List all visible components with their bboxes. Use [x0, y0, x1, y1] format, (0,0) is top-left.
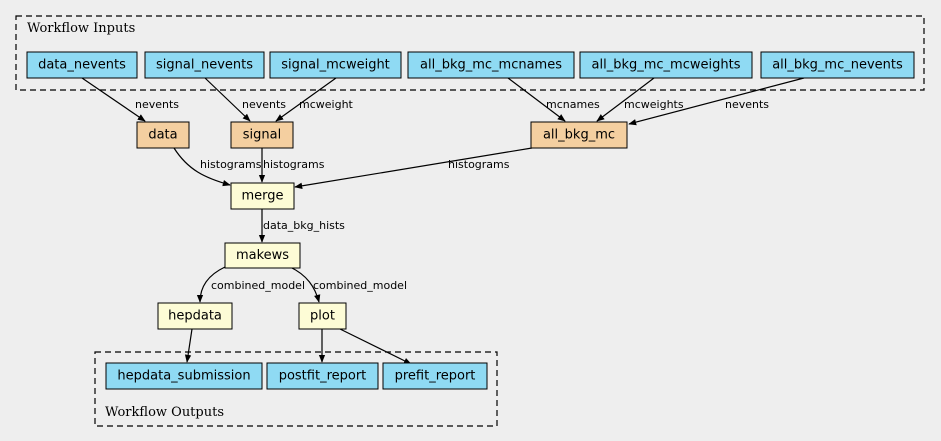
node-all-bkg-mc-label: all_bkg_mc: [543, 128, 615, 143]
edge-mcnames-to-all-bkg-mc: [507, 77, 566, 122]
edge-all-bkg-nevents-to-all-bkg-mc: [628, 77, 805, 126]
edge-label-makews-plot: combined_model: [313, 279, 407, 292]
node-prefit-report[interactable]: prefit_report: [382, 362, 488, 390]
edges: nevents nevents mcweight mcnames mcweigh…: [81, 77, 805, 365]
outputs-cluster-label: Workflow Outputs: [105, 405, 224, 420]
edge-label-data-bkg-hists: data_bkg_hists: [263, 219, 345, 232]
node-prefit-report-label: prefit_report: [395, 369, 476, 384]
node-merge-label: merge: [241, 189, 283, 204]
edge-plot-to-prefit: [339, 328, 412, 365]
node-data[interactable]: data: [136, 121, 190, 149]
output-nodes: hepdata_submission postfit_report prefit…: [105, 362, 488, 390]
edge-mcweights-to-all-bkg-mc: [596, 77, 655, 122]
node-data-label: data: [148, 128, 177, 143]
node-signal-mcweight[interactable]: signal_mcweight: [269, 51, 402, 79]
node-signal-nevents-label: signal_nevents: [156, 58, 253, 73]
edge-label-signal-nevents: nevents: [242, 98, 286, 111]
edge-label-mcweights: mcweights: [624, 98, 684, 111]
node-all-bkg-mc-mcweights-label: all_bkg_mc_mcweights: [592, 58, 741, 73]
edge-label-signal-histograms: histograms: [263, 158, 325, 171]
inputs-cluster-label: Workflow Inputs: [27, 21, 135, 36]
input-nodes: data_nevents signal_nevents signal_mcwei…: [26, 51, 915, 79]
node-all-bkg-mc-mcweights[interactable]: all_bkg_mc_mcweights: [579, 51, 753, 79]
edge-makews-to-plot: [289, 266, 321, 303]
op-nodes: merge makews hepdata plot: [157, 182, 347, 330]
node-all-bkg-mc[interactable]: all_bkg_mc: [530, 121, 628, 149]
node-hepdata[interactable]: hepdata: [157, 302, 233, 330]
node-postfit-report[interactable]: postfit_report: [266, 362, 379, 390]
edge-signal-mcweight-to-signal: [275, 77, 337, 122]
edge-all-bkg-mc-to-merge: [294, 147, 533, 189]
node-hepdata-submission-label: hepdata_submission: [117, 369, 250, 384]
outputs-cluster-frame: [94, 351, 498, 427]
edge-label-data-histograms: histograms: [200, 158, 262, 171]
node-signal[interactable]: signal: [230, 121, 294, 149]
edge-makews-to-hepdata: [196, 266, 226, 303]
node-signal-label: signal: [243, 128, 281, 143]
node-data-nevents-label: data_nevents: [38, 58, 126, 73]
workflow-outputs-cluster: Workflow Outputs: [94, 351, 498, 427]
edge-label-makews-hepdata: combined_model: [211, 279, 305, 292]
edge-label-all-bkg-nevents: nevents: [725, 98, 769, 111]
node-all-bkg-mc-nevents-label: all_bkg_mc_nevents: [772, 58, 903, 73]
edge-data-nevents-to-data: [81, 77, 146, 122]
node-plot-label: plot: [310, 309, 335, 324]
edge-label-data-nevents: nevents: [135, 98, 179, 111]
node-all-bkg-mc-nevents[interactable]: all_bkg_mc_nevents: [760, 51, 915, 79]
node-hepdata-submission[interactable]: hepdata_submission: [105, 362, 263, 390]
stage-nodes: data signal all_bkg_mc: [136, 121, 628, 149]
node-makews-label: makews: [236, 248, 289, 263]
edge-label-all-bkg-histograms: histograms: [448, 158, 510, 171]
node-signal-nevents[interactable]: signal_nevents: [144, 51, 265, 79]
inputs-cluster-frame: [15, 15, 925, 91]
edge-signal-nevents-to-signal: [204, 77, 251, 122]
workflow-inputs-cluster: Workflow Inputs: [15, 15, 925, 91]
node-postfit-report-label: postfit_report: [279, 369, 367, 384]
edge-label-mcnames: mcnames: [546, 98, 600, 111]
node-all-bkg-mc-mcnames-label: all_bkg_mc_mcnames: [420, 58, 562, 73]
edge-hepdata-to-submission: [184, 328, 193, 363]
edge-data-to-merge: [173, 147, 231, 187]
node-plot[interactable]: plot: [298, 302, 347, 330]
node-all-bkg-mc-mcnames[interactable]: all_bkg_mc_mcnames: [407, 51, 575, 79]
node-makews[interactable]: makews: [224, 242, 301, 269]
node-data-nevents[interactable]: data_nevents: [26, 51, 138, 79]
edge-label-signal-mcweight: mcweight: [299, 98, 354, 111]
node-signal-mcweight-label: signal_mcweight: [281, 58, 390, 73]
node-hepdata-label: hepdata: [168, 309, 222, 324]
node-merge[interactable]: merge: [230, 182, 295, 210]
